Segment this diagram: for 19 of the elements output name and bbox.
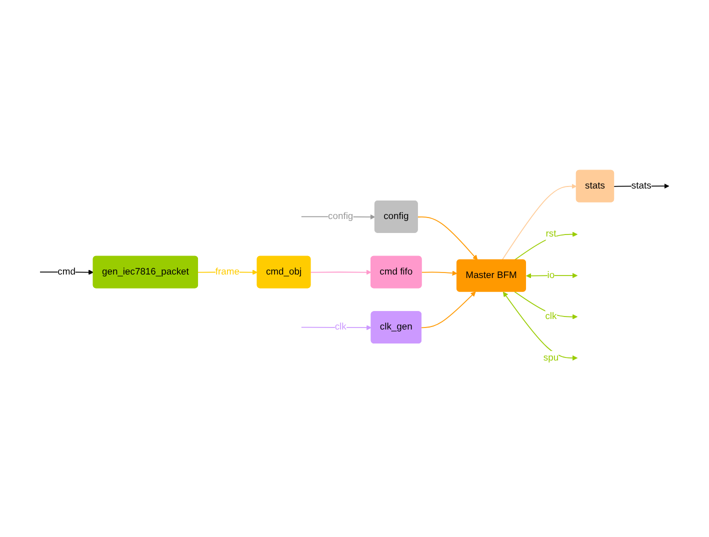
arrow [502,292,578,361]
arrow [502,184,577,260]
arrow [526,272,578,278]
edge-label: rst [546,229,556,240]
arrow [514,232,578,260]
edge-label: spu [543,352,559,363]
edge-label: cmd [58,266,76,277]
arrow [421,270,458,276]
arrow [421,292,476,328]
edge-label: frame [215,266,240,277]
edge-label: stats [631,180,652,191]
arrow [300,325,372,330]
arrow [514,291,578,320]
edge-label: config [328,211,354,222]
arrow [417,216,478,260]
edge-label: clk [545,311,557,322]
edge-label: clk [334,322,346,332]
arrow [310,270,372,275]
edge-label: io [547,270,555,280]
